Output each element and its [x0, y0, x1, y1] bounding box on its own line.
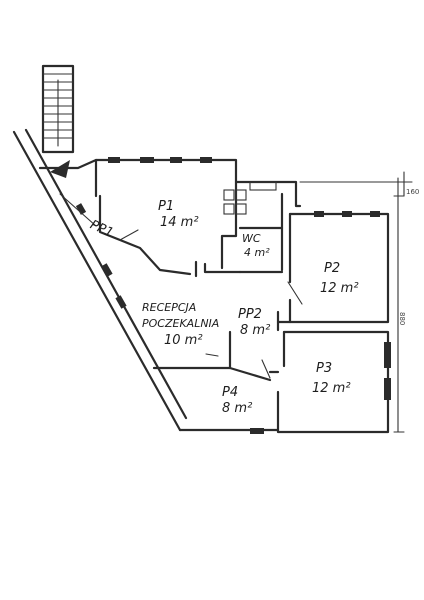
dimension-right: 880: [398, 312, 406, 325]
p2-name: P2: [324, 261, 340, 276]
p2-area: 12 m²: [320, 281, 359, 296]
wc-fixtures: [223, 181, 277, 215]
recepcja-name: RECEPCJA: [142, 301, 196, 314]
wc-name: WC: [242, 232, 261, 245]
dimension-lines: [299, 171, 413, 433]
staircase: [41, 64, 75, 178]
p1-name: P1: [158, 199, 174, 214]
pp2-name: PP2: [238, 307, 262, 322]
doors: [59, 193, 303, 379]
recepcja-area: 10 m²: [164, 333, 203, 348]
windows: [75, 157, 391, 434]
poczekalnia-name: POCZEKALNIA: [142, 317, 219, 330]
p3-area: 12 m²: [312, 381, 351, 396]
p4-name: P4: [222, 385, 238, 400]
dimension-top: 160: [406, 188, 419, 196]
p3-name: P3: [316, 361, 332, 376]
pp2-area: 8 m²: [240, 323, 270, 338]
wc-area: 4 m²: [244, 246, 270, 259]
p4-area: 8 m²: [222, 401, 252, 416]
p1-area: 14 m²: [160, 215, 199, 230]
